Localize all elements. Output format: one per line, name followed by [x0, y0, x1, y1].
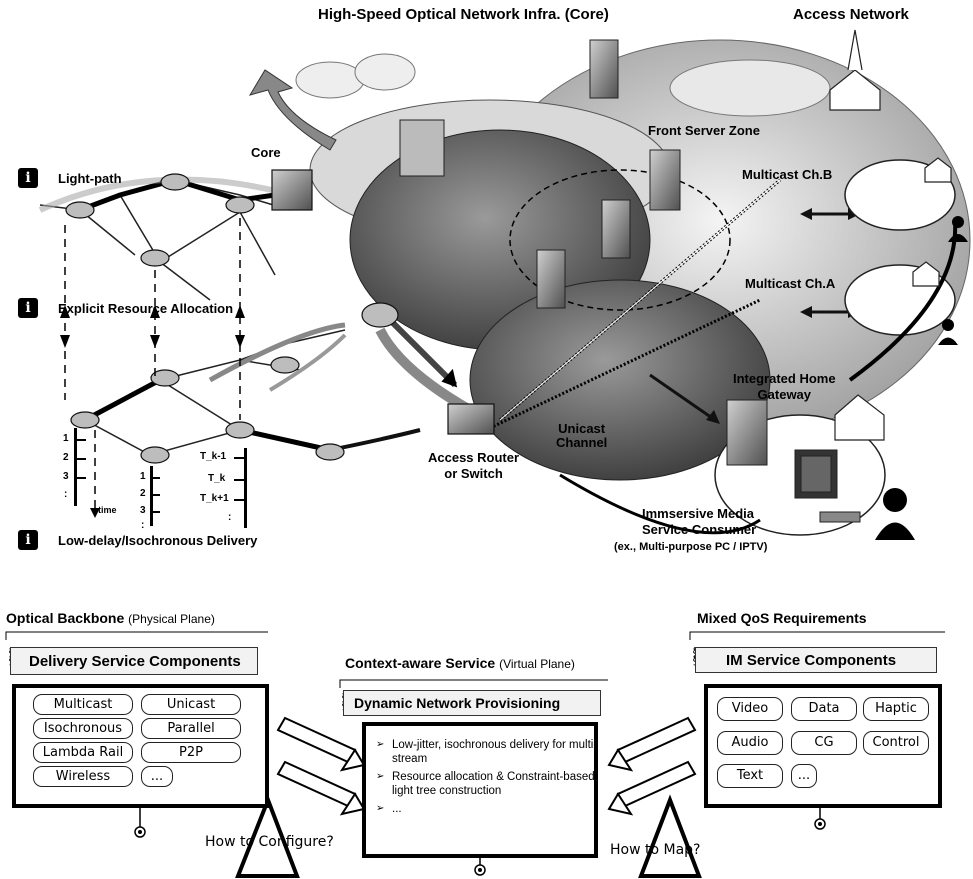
right-panel-heading: Mixed QoS Requirements [697, 610, 867, 626]
component-pill: Video [717, 697, 783, 721]
component-pill: P2P [141, 742, 241, 763]
center-panel-heading: Context-aware Service (Virtual Plane) [345, 655, 575, 671]
tick-label: 3 [140, 505, 146, 516]
component-pill: Isochronous [33, 718, 133, 739]
tick-label: : [64, 489, 68, 500]
component-pill: Lambda Rail [33, 742, 133, 763]
component-pill: Wireless [33, 766, 133, 787]
component-pill: CG [791, 731, 857, 755]
center-heading-main: Context-aware Service [345, 655, 496, 671]
info-icon: i [18, 168, 38, 188]
component-pill: ... [791, 764, 817, 788]
tick-label: 3 [63, 471, 69, 482]
time-axis-label: time [98, 505, 117, 515]
tick-label: 2 [140, 488, 146, 499]
component-pill: Multicast [33, 694, 133, 715]
component-pill: Unicast [141, 694, 241, 715]
how-to-configure-label: How to Configure? [205, 834, 334, 850]
how-to-map-label: How to Map? [610, 842, 701, 858]
access-network-title: Access Network [793, 6, 909, 23]
tick-label: 1 [63, 433, 69, 444]
explicit-allocation-label: Explicit Resource Allocation [58, 301, 234, 316]
im-components-tab: IM Service Components [695, 647, 937, 673]
delivery-components-tab: Delivery Service Components [10, 647, 258, 675]
component-pill: Data [791, 697, 857, 721]
network-diagram-graphics [38, 29, 971, 540]
component-pill: ... [141, 766, 173, 787]
consumer-label-line3: (ex., Multi-purpose PC / IPTV) [614, 541, 768, 553]
home-gateway-label: Integrated Home Gateway [733, 371, 836, 402]
bullet-item: Resource allocation & Constraint-based l… [376, 770, 602, 798]
component-pill: Audio [717, 731, 783, 755]
unicast-channel-label: Unicast Channel [556, 421, 608, 450]
bullet-item: ... [376, 802, 602, 816]
left-heading-main: Optical Backbone [6, 610, 125, 626]
left-heading-sub: (Physical Plane) [128, 612, 215, 626]
low-delay-label: Low-delay/Isochronous Delivery [58, 533, 258, 548]
light-path-label: Light-path [58, 171, 122, 186]
consumer-label-line2: Service Consumer [642, 522, 757, 537]
tick-label: 2 [63, 452, 69, 463]
component-pill: Text [717, 764, 783, 788]
tick-label: T_k+1 [200, 493, 229, 504]
multicast-a-label: Multicast Ch.A [745, 276, 836, 291]
provisioning-bullets: Low-jitter, isochronous delivery for mul… [374, 738, 602, 820]
info-icon: i [18, 298, 38, 318]
multicast-b-label: Multicast Ch.B [742, 167, 833, 182]
core-label: Core [251, 145, 281, 160]
component-pill: Haptic [863, 697, 929, 721]
info-icon: i [18, 530, 38, 550]
tick-label: : [141, 520, 145, 531]
core-network-title: High-Speed Optical Network Infra. (Core) [318, 6, 609, 23]
component-pill: Parallel [141, 718, 241, 739]
tick-label: : [228, 512, 232, 523]
center-heading-sub: (Virtual Plane) [499, 657, 575, 671]
bullet-item: Low-jitter, isochronous delivery for mul… [376, 738, 602, 766]
component-pill: Control [863, 731, 929, 755]
provisioning-tab: Dynamic Network Provisioning [343, 690, 601, 716]
tick-label: 1 [140, 471, 146, 482]
tick-label: T_k [208, 473, 226, 484]
access-router-label: Access Router or Switch [428, 450, 520, 481]
tick-label: T_k-1 [200, 451, 227, 462]
consumer-label-line1: Immsersive Media [642, 506, 755, 521]
left-panel-heading: Optical Backbone (Physical Plane) [6, 610, 215, 626]
front-server-zone-label: Front Server Zone [648, 123, 760, 138]
